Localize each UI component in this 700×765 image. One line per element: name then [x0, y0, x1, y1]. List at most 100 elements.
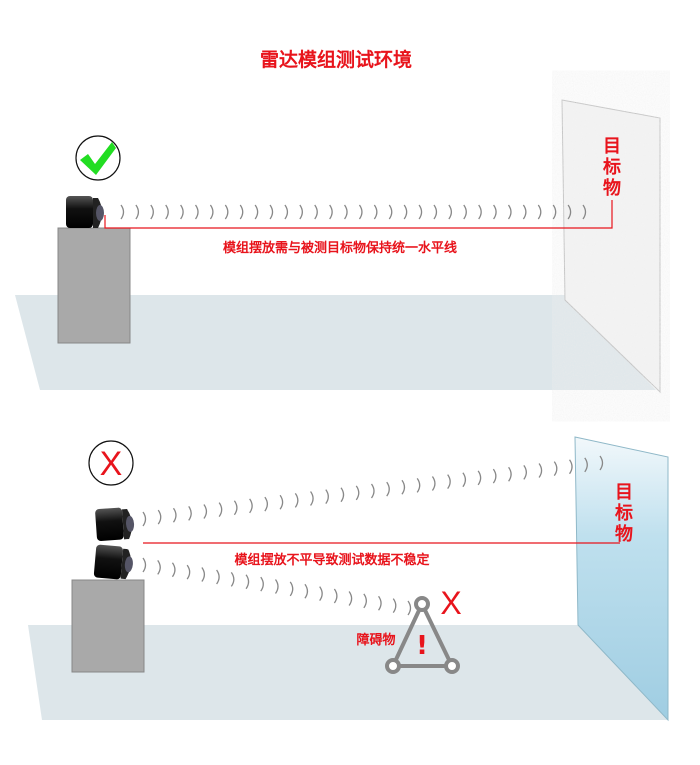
wave-arc [407, 600, 412, 616]
wave-arc [373, 204, 378, 220]
wave-arc [194, 204, 199, 220]
target-label: 目 标 物 [614, 482, 633, 545]
wave-arc [568, 459, 573, 475]
svg-text:标: 标 [602, 156, 621, 178]
wave-arc [142, 557, 147, 573]
svg-text:目: 目 [603, 136, 621, 157]
wave-arc [203, 504, 208, 519]
wave-arc [279, 494, 284, 510]
wave-arc [355, 485, 360, 501]
wave-arc [142, 511, 147, 527]
obstacle-icon: ! [385, 596, 460, 674]
svg-text:X: X [100, 445, 123, 483]
radar-wave-arcs [120, 204, 587, 220]
wave-arc [245, 574, 250, 590]
wave-arc [348, 591, 353, 606]
level-line [104, 200, 613, 229]
wave-arc [319, 586, 323, 602]
wave-arc [388, 204, 393, 220]
wave-arc [274, 579, 279, 594]
wave-arc [135, 204, 140, 220]
target-label: 目 标 物 [602, 136, 621, 199]
wave-arc [477, 470, 482, 486]
wave-arc [264, 496, 269, 512]
wave-arc [537, 204, 542, 220]
wave-arc [299, 204, 303, 220]
obstacle-label: 障碍物 [356, 632, 395, 648]
wave-arc [340, 487, 345, 503]
target-glass [574, 436, 669, 722]
wave-arc [201, 567, 206, 582]
obstacle-x-mark: X [440, 585, 461, 621]
wave-arc [304, 583, 309, 599]
wave-arc [230, 571, 235, 587]
wave-arc [522, 204, 527, 220]
wave-arc [492, 468, 497, 484]
check-icon [75, 135, 121, 181]
wave-arc [314, 204, 318, 220]
wave-arc [463, 204, 467, 220]
radar-module-tilted [95, 507, 135, 541]
wave-arc [239, 204, 244, 220]
wave-arc [218, 502, 223, 518]
wave-arc [448, 204, 453, 220]
target-wall [561, 99, 661, 394]
stand-box [71, 579, 145, 673]
svg-text:!: ! [416, 631, 428, 661]
wave-arc [386, 481, 390, 497]
wave-arc [478, 204, 482, 220]
radar-module [66, 196, 104, 228]
wave-arc [552, 204, 557, 220]
x-icon: X [88, 440, 134, 486]
svg-text:物: 物 [603, 177, 621, 199]
wave-arc [403, 204, 408, 220]
wave-arc [171, 562, 176, 578]
wave-arc [216, 569, 220, 585]
wave-arc [165, 204, 169, 220]
wave-arc [523, 464, 527, 480]
wave-arc [416, 478, 421, 493]
wave-arc [447, 474, 451, 490]
wave-arc [378, 595, 382, 611]
svg-text:物: 物 [615, 523, 633, 545]
wave-arc [567, 204, 572, 220]
wave-arc [157, 560, 161, 575]
floor [15, 295, 656, 390]
correct-setup-panel: 目 标 物 模组摆放需与被测目标物保持统一水平线 [15, 99, 661, 394]
wave-arc [333, 588, 338, 604]
wave-arc [310, 491, 314, 506]
caption: 模组摆放需与被测目标物保持统一水平线 [223, 240, 457, 256]
wave-arc [329, 204, 333, 220]
wave-arc [363, 593, 367, 609]
wave-arc [462, 472, 467, 488]
stand-box [57, 227, 131, 344]
caption: 模组摆放不平导致测试数据不稳定 [234, 552, 429, 568]
wave-arc [157, 509, 162, 525]
radar-wave-arcs [142, 557, 412, 616]
wave-arc [284, 204, 289, 220]
wave-arc [209, 204, 214, 220]
floor [28, 625, 668, 720]
wave-arc [431, 476, 436, 491]
radar-wave-arcs [142, 455, 604, 527]
wave-arc [433, 204, 438, 220]
wave-arc [224, 204, 229, 220]
wave-arc [401, 479, 406, 495]
wave-arc [249, 498, 253, 514]
wave-arc [370, 483, 375, 499]
wave-arc [344, 204, 348, 220]
wave-arc [120, 204, 125, 220]
wave-arc [553, 461, 558, 476]
wave-arc [582, 204, 587, 220]
wave-arc [493, 204, 497, 220]
page-title: 雷达模组测试环境 [260, 48, 412, 71]
wave-arc [180, 204, 184, 220]
wave-arc [269, 204, 274, 220]
wave-arc [233, 500, 238, 516]
wave-arc [186, 564, 191, 580]
wave-arc [599, 455, 604, 471]
wave-arc [260, 576, 264, 592]
wave-arc [392, 598, 397, 613]
wave-arc [538, 463, 543, 478]
